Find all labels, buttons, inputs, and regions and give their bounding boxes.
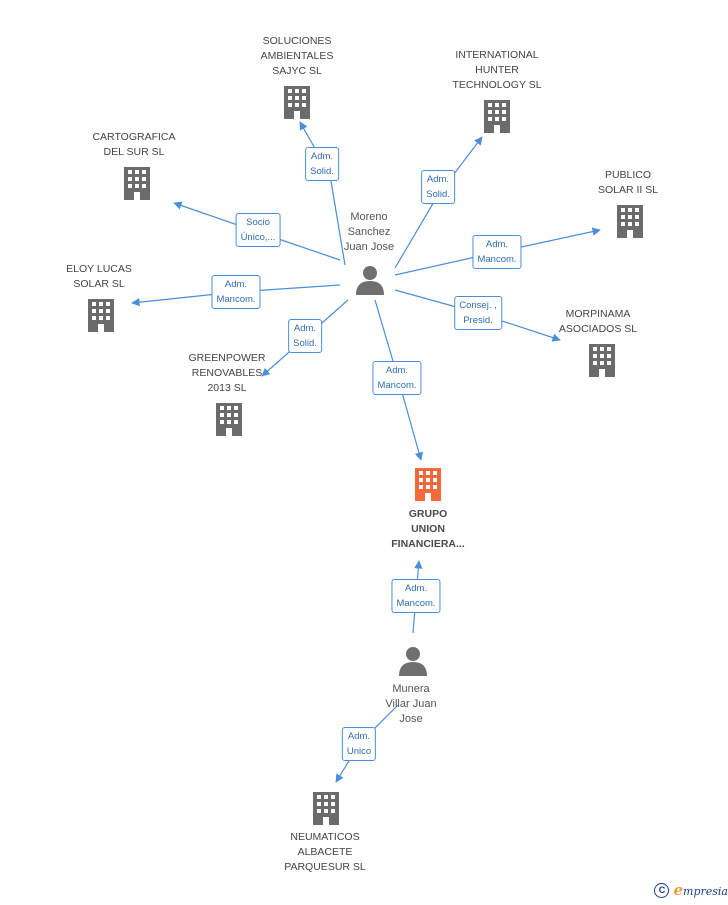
copyright-icon: C [654, 882, 670, 898]
node-label-eloy[interactable]: ELOY LUCAS SOLAR SL [66, 263, 132, 290]
building-icon[interactable] [617, 205, 643, 238]
node-label-publico[interactable]: PUBLICO SOLAR II SL [597, 169, 659, 196]
edge-label-moreno-greenpower[interactable]: Adm. Solid. [288, 319, 322, 353]
building-icon[interactable] [313, 792, 339, 825]
node-label-munera[interactable]: Munera Villar Juan Jose [385, 683, 437, 725]
building-icon[interactable] [284, 86, 310, 119]
node-label-greenpower[interactable]: GREENPOWER RENOVABLES 2013 SL [188, 352, 266, 394]
focus-building-icon[interactable] [415, 468, 441, 501]
edge-label-moreno-soluciones[interactable]: Adm. Solid. [305, 147, 339, 181]
edge-label-munera-neumaticos[interactable]: Adm. Unico [341, 727, 377, 761]
person-icon[interactable] [399, 647, 427, 676]
building-icon[interactable] [216, 403, 242, 436]
building-icon[interactable] [589, 344, 615, 377]
edge-label-moreno-morpinama[interactable]: Consej. , Presid. [454, 296, 502, 330]
edge-label-munera-grupo[interactable]: Adm. Mancom. [391, 579, 441, 613]
building-icon[interactable] [124, 167, 150, 200]
brand-logo[interactable]: empresia [673, 881, 728, 899]
person-icon[interactable] [356, 266, 384, 295]
edge-label-moreno-international[interactable]: Adm. Solid. [421, 170, 455, 204]
node-label-cartografica[interactable]: CARTOGRAFICA DEL SUR SL [92, 131, 176, 158]
edge-label-moreno-cartografica[interactable]: Socio Único,... [235, 213, 281, 247]
edge-label-moreno-publico[interactable]: Adm. Mancom. [472, 235, 522, 269]
node-label-neumaticos[interactable]: NEUMATICOS ALBACETE PARQUESUR SL [284, 831, 366, 873]
edge-label-moreno-grupo[interactable]: Adm. Mancom. [372, 361, 422, 395]
node-label-soluciones[interactable]: SOLUCIONES AMBIENTALES SAJYC SL [260, 35, 334, 77]
edge-label-moreno-eloy[interactable]: Adm. Mancom. [211, 275, 261, 309]
node-label-moreno[interactable]: Moreno Sanchez Juan Jose [343, 211, 395, 253]
node-label-international[interactable]: INTERNATIONAL HUNTER TECHNOLOGY SL [452, 49, 542, 91]
building-icon[interactable] [484, 100, 510, 133]
node-label-grupo[interactable]: GRUPO UNION FINANCIERA... [391, 508, 465, 550]
footer-brand: C empresia [654, 881, 728, 899]
building-icon[interactable] [88, 299, 114, 332]
node-label-morpinama[interactable]: MORPINAMA ASOCIADOS SL [558, 308, 638, 335]
